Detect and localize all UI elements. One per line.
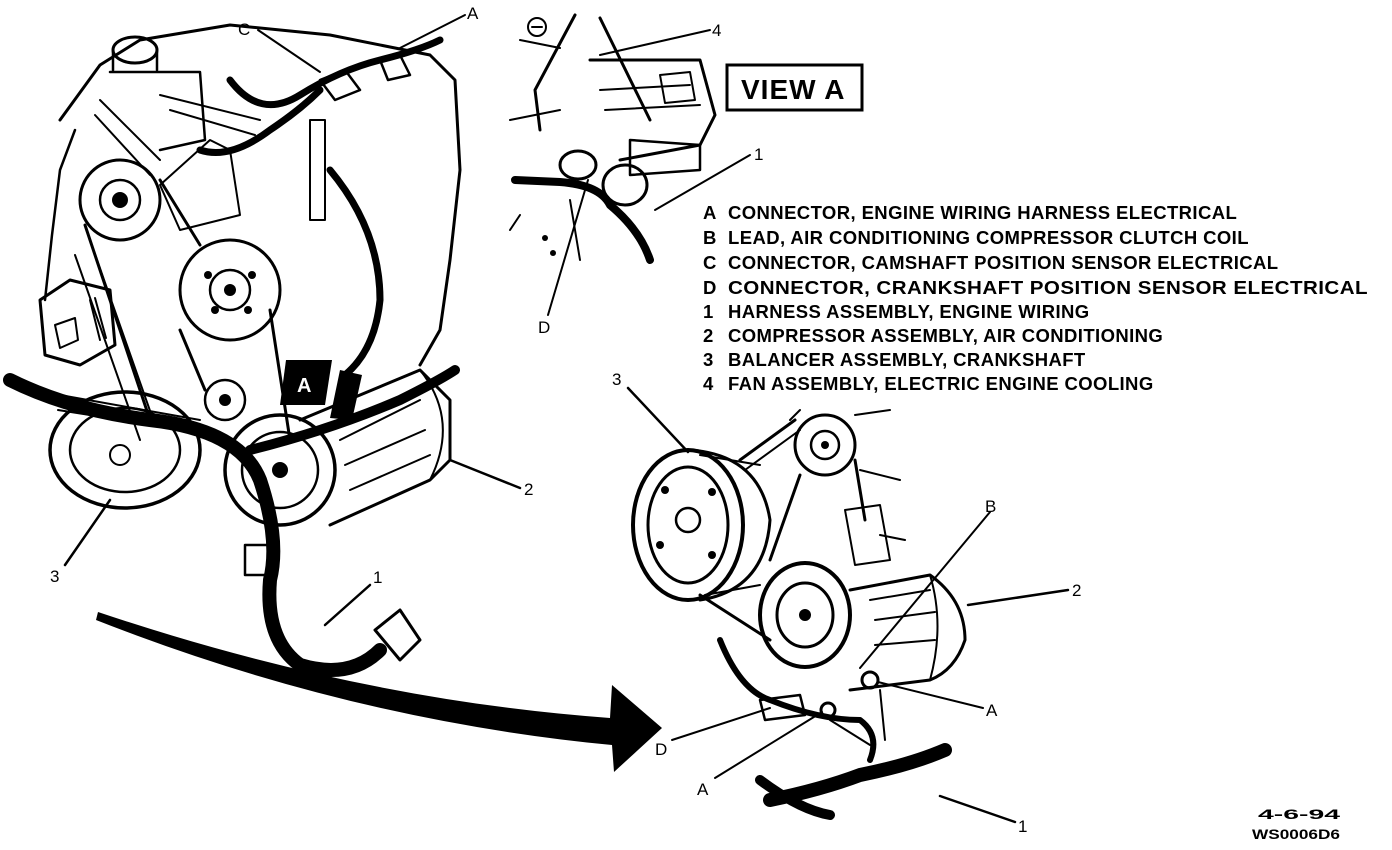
inset-callout-d: D: [538, 318, 550, 337]
detail-callout-d: D: [655, 740, 667, 759]
view-a-label: VIEW A: [725, 63, 864, 112]
legend-key-1: 1: [703, 301, 714, 322]
detail-callout-a-left: A: [697, 780, 709, 799]
transition-arrow: [96, 612, 662, 772]
legend-text-b: LEAD, AIR CONDITIONING COMPRESSOR CLUTCH…: [728, 227, 1249, 248]
legend-key-2: 2: [703, 325, 714, 346]
view-a-marker: A: [297, 375, 311, 397]
figure-code: WS0006D6: [1252, 826, 1340, 842]
legend-text-4: FAN ASSEMBLY, ELECTRIC ENGINE COOLING: [728, 373, 1154, 394]
callout-1: 1: [373, 568, 382, 587]
legend-key-c: C: [703, 252, 717, 273]
legend-text-1: HARNESS ASSEMBLY, ENGINE WIRING: [728, 301, 1090, 322]
view-a-inset-callouts: 4 1 D: [538, 21, 763, 337]
legend-key-4: 4: [703, 373, 714, 394]
legend-key-a: A: [703, 202, 717, 223]
legend: A CONNECTOR, ENGINE WIRING HARNESS ELECT…: [703, 202, 1368, 394]
detail-callout-1: 1: [1018, 817, 1027, 836]
view-a-title: VIEW A: [741, 74, 846, 105]
detail-callout-3: 3: [612, 370, 621, 389]
inset-callout-1: 1: [754, 145, 763, 164]
legend-key-d: D: [703, 277, 717, 298]
callout-a: A: [467, 4, 479, 23]
figure-date: 4-6-94: [1258, 806, 1340, 822]
engine-main-view: A: [3, 23, 462, 677]
detail-callout-2: 2: [1072, 581, 1081, 600]
inset-callout-4: 4: [712, 21, 721, 40]
callout-3: 3: [50, 567, 59, 586]
legend-text-3: BALANCER ASSEMBLY, CRANKSHAFT: [728, 349, 1086, 370]
legend-text-c: CONNECTOR, CAMSHAFT POSITION SENSOR ELEC…: [728, 252, 1278, 273]
detail-callout-b: B: [985, 497, 996, 516]
callout-c: C: [238, 20, 250, 39]
main-view-callouts: A C 2 3 1: [50, 4, 533, 627]
legend-key-3: 3: [703, 349, 714, 370]
legend-text-2: COMPRESSOR ASSEMBLY, AIR CONDITIONING: [728, 325, 1163, 346]
detail-callout-a-right: A: [986, 701, 998, 720]
detail-view-callouts: 3 B 2 A D A 1: [612, 370, 1081, 836]
legend-key-b: B: [703, 227, 717, 248]
view-a-inset: [509, 13, 717, 264]
legend-text-a: CONNECTOR, ENGINE WIRING HARNESS ELECTRI…: [728, 202, 1237, 223]
figure-stamp: 4-6-94 WS0006D6: [1252, 806, 1340, 842]
detail-view: [631, 409, 967, 820]
legend-text-d: CONNECTOR, CRANKSHAFT POSITION SENSOR EL…: [728, 277, 1368, 298]
callout-2: 2: [524, 480, 533, 499]
